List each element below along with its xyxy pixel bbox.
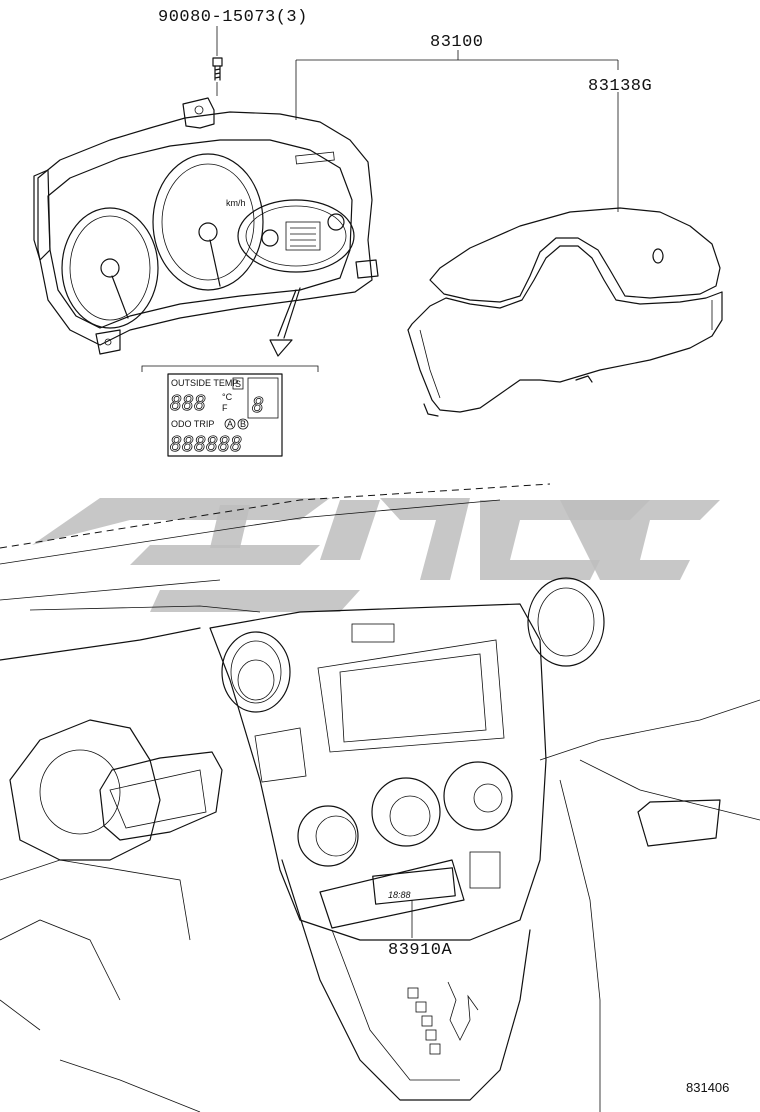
unit-c: °C	[222, 392, 233, 402]
leader-lines	[216, 26, 619, 938]
meter-lens-cover	[407, 207, 723, 417]
watermark-logo	[32, 498, 720, 612]
a-badge: A	[227, 419, 233, 429]
unit-f: F	[222, 403, 228, 413]
clock-display: 18:88	[388, 890, 411, 900]
odo-digits: 888888	[170, 432, 242, 456]
screw-icon	[212, 57, 223, 96]
label-meter-assy: 83100	[430, 33, 484, 52]
gear-digit: 8	[252, 393, 264, 417]
figure-id: 831406	[686, 1080, 729, 1095]
detail-arrow	[269, 287, 301, 357]
hvac-knobs	[297, 761, 513, 867]
label-clock: 83910A	[388, 941, 453, 960]
b-badge: B	[240, 419, 246, 429]
lcd-detail-frame: OUTSIDE TEMP S 8 888 °C F ODO TRIP A B 8…	[141, 365, 319, 457]
combination-meter-assembly: km/h	[33, 97, 379, 355]
speed-unit-label: km/h	[226, 198, 246, 208]
dashboard-overview: 18:88	[0, 483, 760, 1112]
shift-gate	[407, 981, 479, 1055]
s-badge: S	[235, 379, 241, 389]
odo-trip-label: ODO TRIP	[171, 419, 214, 429]
temp-digits: 888	[170, 391, 206, 415]
label-screw: 90080-15073(3)	[158, 8, 308, 27]
label-lens: 83138G	[588, 77, 652, 96]
outside-temp-label: OUTSIDE TEMP	[171, 378, 238, 388]
clock-unit: 18:88	[319, 851, 501, 929]
